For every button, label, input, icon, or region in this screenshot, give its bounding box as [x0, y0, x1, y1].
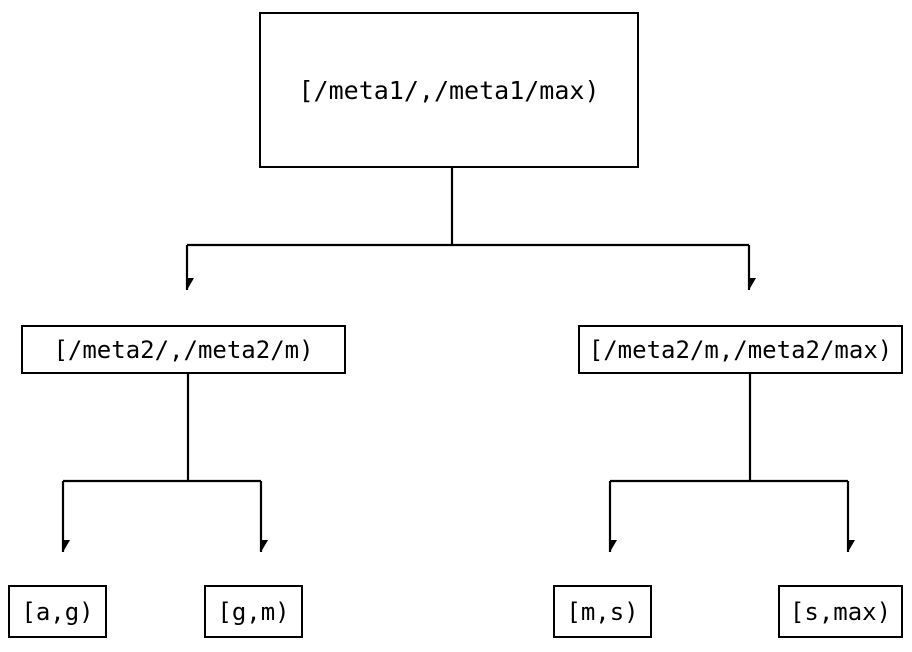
tree-node-mid-right: [/meta2/m,/meta2/max): [578, 325, 903, 374]
tree-node-root: [/meta1/,/meta1/max): [259, 12, 639, 168]
tree-node-leaf-smax: [s,max): [778, 585, 903, 638]
tree-node-root-label: [/meta1/,/meta1/max): [298, 75, 600, 105]
tree-node-mid-left: [/meta2/,/meta2/m): [21, 325, 346, 374]
tree-node-mid-left-label: [/meta2/,/meta2/m): [53, 335, 314, 364]
tree-node-leaf-ag-label: [a,g): [21, 597, 94, 626]
tree-node-leaf-smax-label: [s,max): [789, 597, 892, 626]
tree-node-mid-right-label: [/meta2/m,/meta2/max): [588, 335, 893, 364]
tree-node-leaf-gm: [g,m): [204, 585, 303, 638]
tree-node-leaf-ag: [a,g): [8, 585, 107, 638]
tree-node-leaf-ms: [m,s): [553, 585, 652, 638]
tree-node-leaf-gm-label: [g,m): [217, 597, 290, 626]
tree-node-leaf-ms-label: [m,s): [566, 597, 639, 626]
